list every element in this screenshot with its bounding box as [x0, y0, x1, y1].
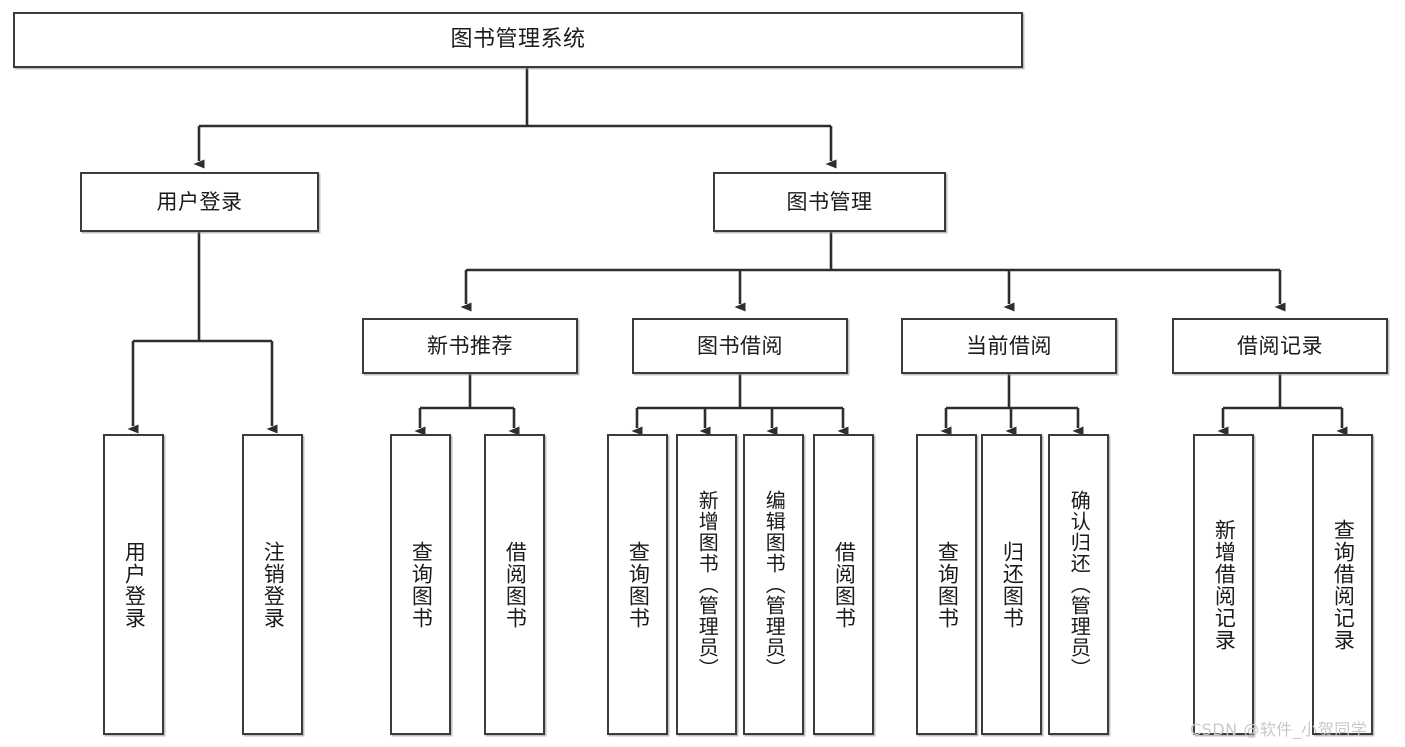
- node-root[interactable]: 图书管理系统: [13, 12, 1023, 68]
- leaf-edit-book-label: 编辑图书（管理员）: [762, 490, 787, 679]
- leaf-add-book[interactable]: 新增图书（管理员）: [676, 434, 737, 735]
- leaf-borrow-book-2[interactable]: 借阅图书: [813, 434, 874, 735]
- node-current-borrow[interactable]: 当前借阅: [901, 318, 1117, 374]
- leaf-user-login[interactable]: 用户登录: [103, 434, 164, 735]
- leaf-borrow-book-1[interactable]: 借阅图书: [484, 434, 545, 735]
- node-borrow-record[interactable]: 借阅记录: [1172, 318, 1388, 374]
- node-user-login-label: 用户登录: [156, 189, 243, 214]
- leaf-borrow-book-1-label: 借阅图书: [503, 540, 528, 629]
- leaf-query-book-3[interactable]: 查询图书: [916, 434, 977, 735]
- leaf-query-book-3-label: 查询图书: [935, 540, 960, 629]
- leaf-add-book-label: 新增图书（管理员）: [695, 490, 720, 679]
- node-user-login[interactable]: 用户登录: [80, 172, 319, 232]
- node-new-book-rec[interactable]: 新书推荐: [362, 318, 578, 374]
- leaf-query-book-1-label: 查询图书: [409, 540, 434, 629]
- leaf-add-record[interactable]: 新增借阅记录: [1193, 434, 1254, 735]
- leaf-logout[interactable]: 注销登录: [242, 434, 303, 735]
- leaf-query-book-2-label: 查询图书: [626, 540, 651, 629]
- leaf-logout-label: 注销登录: [261, 540, 286, 629]
- leaf-edit-book[interactable]: 编辑图书（管理员）: [743, 434, 804, 735]
- leaf-return-book-label: 归还图书: [1000, 540, 1025, 629]
- node-current-borrow-label: 当前借阅: [966, 333, 1052, 358]
- leaf-query-book-2[interactable]: 查询图书: [607, 434, 668, 735]
- node-borrow-record-label: 借阅记录: [1237, 333, 1323, 358]
- leaf-confirm-return-label: 确认归还（管理员）: [1067, 490, 1092, 679]
- leaf-return-book[interactable]: 归还图书: [981, 434, 1042, 735]
- leaf-borrow-book-2-label: 借阅图书: [832, 540, 857, 629]
- csdn-watermark: CSDN @软件_小贺同学: [1190, 720, 1368, 739]
- node-new-book-rec-label: 新书推荐: [427, 333, 513, 358]
- leaf-add-record-label: 新增借阅记录: [1212, 518, 1237, 651]
- node-book-manage[interactable]: 图书管理: [713, 172, 946, 232]
- node-book-borrow[interactable]: 图书借阅: [632, 318, 848, 374]
- leaf-query-book-1[interactable]: 查询图书: [390, 434, 451, 735]
- node-root-label: 图书管理系统: [450, 27, 586, 53]
- leaf-confirm-return[interactable]: 确认归还（管理员）: [1048, 434, 1109, 735]
- leaf-query-record-label: 查询借阅记录: [1331, 518, 1356, 651]
- leaf-user-login-label: 用户登录: [122, 540, 147, 629]
- node-book-borrow-label: 图书借阅: [697, 333, 783, 358]
- node-book-manage-label: 图书管理: [786, 189, 873, 214]
- leaf-query-record[interactable]: 查询借阅记录: [1312, 434, 1373, 735]
